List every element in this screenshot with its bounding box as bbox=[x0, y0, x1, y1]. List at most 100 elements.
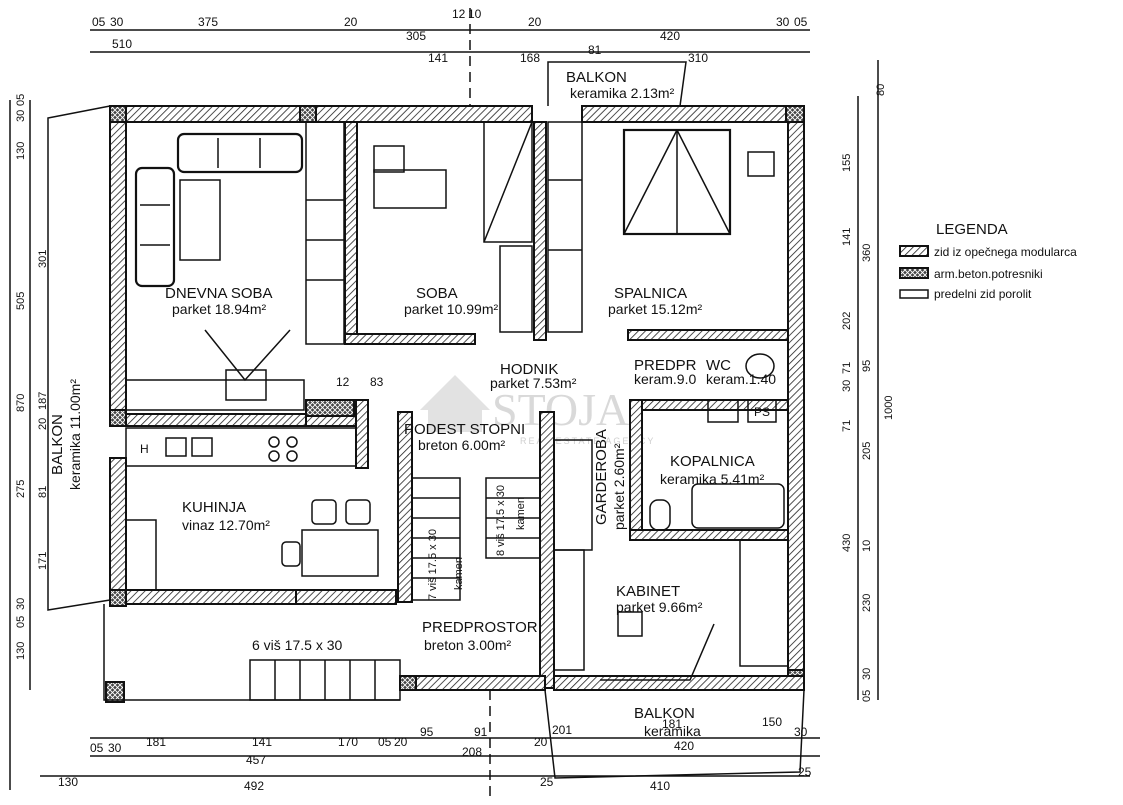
dim-label: 95 bbox=[861, 360, 873, 372]
wall-bottom-right bbox=[553, 675, 805, 691]
dim-label: 141 bbox=[428, 51, 448, 65]
dim-label: 155 bbox=[841, 154, 853, 172]
podest-floor: breton 6.00m² bbox=[418, 437, 505, 453]
balkon-left-name: BALKON bbox=[49, 414, 66, 475]
dim-label: 202 bbox=[841, 312, 853, 330]
watermark-logo-text: STOJA bbox=[492, 384, 629, 435]
dim-label: 171 bbox=[37, 552, 49, 570]
predpr-name: PREDPR bbox=[634, 357, 697, 374]
washbasin bbox=[707, 399, 739, 423]
dim-label: 30 bbox=[841, 380, 853, 392]
dim-label: 410 bbox=[650, 779, 670, 793]
ps-label: PS bbox=[754, 405, 770, 419]
predprostor-floor: breton 3.00m² bbox=[424, 637, 511, 653]
wall-kitchen-top bbox=[125, 413, 307, 427]
dims-top: 05 30 375 20 12 10 305 20 420 30 05 510 … bbox=[92, 7, 808, 65]
legend: LEGENDA zid iz opečnega modularca arm.be… bbox=[934, 221, 1077, 301]
dim-label: 375 bbox=[198, 15, 218, 29]
sofa bbox=[176, 132, 304, 174]
furniture bbox=[125, 121, 789, 681]
stairs-right-label: 8 viš 17.5 x 30 bbox=[495, 485, 507, 556]
dim-label: 05 bbox=[15, 616, 27, 628]
washing-machine bbox=[747, 399, 777, 423]
dim-label: 12 bbox=[452, 7, 466, 21]
legend-swatch-brick bbox=[899, 245, 929, 257]
legend-item: zid iz opečnega modularca bbox=[934, 245, 1077, 259]
dimension-lines bbox=[9, 8, 879, 800]
bathtub bbox=[691, 483, 785, 529]
balkon-bottom-floor: keramika bbox=[644, 723, 701, 739]
hodnik-name: HODNIK bbox=[500, 361, 558, 378]
wc-floor: keram.1.40 bbox=[706, 371, 776, 387]
wall-stair-right bbox=[539, 411, 555, 689]
dim-label: 870 bbox=[15, 394, 27, 412]
toilet bbox=[649, 499, 671, 531]
dim-label: 275 bbox=[15, 480, 27, 498]
dim-label: 12 bbox=[336, 375, 350, 389]
dim-label: 71 bbox=[841, 362, 853, 374]
dim-label: 205 bbox=[861, 442, 873, 460]
pillar bbox=[105, 681, 125, 703]
dims-left: 30 05 130 301 505 187 870 20 275 81 171 … bbox=[15, 94, 49, 660]
dim-label: 30 bbox=[794, 725, 808, 739]
wc-name: WC bbox=[706, 357, 731, 374]
stairs-mid-label: 7 viš 17.5 x 30 bbox=[427, 529, 439, 600]
balkon-top-name: BALKON bbox=[566, 69, 627, 86]
balcony-bottom-outline bbox=[544, 689, 805, 779]
fridge bbox=[125, 519, 157, 591]
dim-label: 20 bbox=[37, 418, 49, 430]
bed-kabinet bbox=[739, 539, 789, 667]
pillar bbox=[109, 105, 127, 123]
dim-label: 130 bbox=[15, 142, 27, 160]
chair bbox=[281, 541, 301, 567]
dim-label: 10 bbox=[468, 7, 482, 21]
kabinet-floor: parket 9.66m² bbox=[616, 599, 703, 615]
hob-label: H bbox=[140, 442, 149, 456]
dnevna-name: DNEVNA SOBA bbox=[165, 285, 273, 302]
stairs-left-label: 6 viš 17.5 x 30 bbox=[252, 637, 342, 653]
dim-label: 25 bbox=[798, 765, 812, 779]
dim-label: 170 bbox=[338, 735, 358, 749]
wall-top-mid bbox=[299, 105, 533, 123]
legend-item: predelni zid porolit bbox=[934, 287, 1032, 301]
pillar-block bbox=[305, 399, 355, 417]
wall-kitchen-right bbox=[355, 399, 369, 469]
kuhinja-name: KUHINJA bbox=[182, 499, 246, 516]
dims-interior: 12 83 bbox=[336, 375, 384, 389]
dim-label: 150 bbox=[762, 715, 782, 729]
dim-label: 492 bbox=[244, 779, 264, 793]
dim-label: 505 bbox=[15, 292, 27, 310]
desk bbox=[373, 169, 447, 209]
legend-swatch-porolit bbox=[899, 289, 929, 299]
wardrobe-living bbox=[305, 121, 345, 345]
wardrobe-spalnica bbox=[547, 121, 583, 333]
sink bbox=[191, 437, 213, 457]
chair bbox=[311, 499, 337, 525]
dim-label: 81 bbox=[37, 486, 49, 498]
balkon-top-floor: keramika 2.13m² bbox=[570, 85, 675, 101]
dim-label: 81 bbox=[588, 43, 602, 57]
balcony-left-outline bbox=[47, 105, 111, 611]
wall-bottom-left bbox=[399, 675, 546, 691]
dim-label: 05 bbox=[378, 735, 392, 749]
toilet bbox=[745, 353, 775, 379]
desk-kabinet bbox=[600, 623, 715, 681]
kuhinja-floor: vinaz 12.70m² bbox=[182, 517, 270, 533]
wall-bath-left bbox=[629, 399, 643, 541]
dims-bottom: 181 141 170 05 20 95 91 201 181 150 30 0… bbox=[58, 715, 812, 793]
wall-top-right bbox=[581, 105, 805, 123]
spalnica-name: SPALNICA bbox=[614, 285, 687, 302]
podest-name: PODEST STOPNI bbox=[404, 421, 525, 438]
pillar bbox=[299, 105, 317, 123]
chair bbox=[617, 611, 643, 637]
stairs-mid-material: kamen bbox=[453, 557, 465, 590]
wall-left-upper bbox=[109, 121, 127, 411]
wall-kitchen-bottom-right bbox=[295, 589, 397, 605]
dim-label: 30 bbox=[861, 668, 873, 680]
dim-label: 20 bbox=[394, 735, 408, 749]
dim-label: 05 bbox=[90, 741, 104, 755]
dim-label: 05 bbox=[794, 15, 808, 29]
dim-label: 230 bbox=[861, 594, 873, 612]
legend-swatch-concrete bbox=[899, 267, 929, 279]
